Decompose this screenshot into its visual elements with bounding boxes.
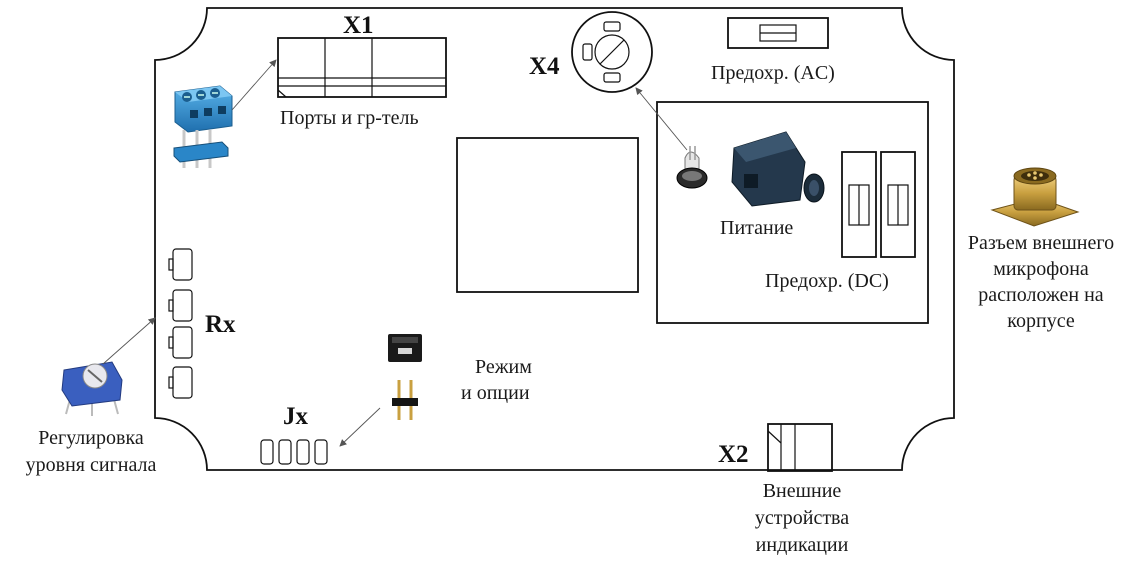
board-outline <box>154 7 955 471</box>
pin-header-2-icon <box>392 380 418 420</box>
pin-header-3-icon <box>173 130 229 168</box>
central-module <box>456 137 639 293</box>
level-label-line2: уровня сигнала <box>26 454 157 476</box>
rx-label: Rx <box>205 311 236 338</box>
level-label-line1: Регулировка <box>38 427 144 449</box>
mic-label-line1: Разъем внешнего <box>968 232 1114 254</box>
blue-terminal-block-icon <box>174 85 233 133</box>
mic-label-line3: расположен на <box>978 284 1104 306</box>
power-label: Питание <box>720 217 793 239</box>
mic-label-line4: корпусе <box>1007 310 1075 332</box>
mode-label-line1: Режим <box>475 356 532 378</box>
jumper-icon <box>388 334 422 362</box>
jx-footprints <box>260 439 328 465</box>
rx-footprints <box>168 248 193 399</box>
x4-socket <box>571 11 653 93</box>
fuses-dc <box>841 151 916 258</box>
lamp-socket-icon <box>676 146 708 189</box>
trimmer-potentiometer-icon <box>61 361 123 416</box>
round-connector-icon <box>990 167 1080 227</box>
power-plug-icon <box>731 131 825 207</box>
x2-label: X2 <box>718 441 749 468</box>
fuse-ac <box>727 17 829 49</box>
leader-arrows <box>102 59 688 447</box>
fuse-dc-label: Предохр. (DC) <box>765 270 889 292</box>
fuse-ac-label: Предохр. (AC) <box>711 62 835 84</box>
x2-connector <box>767 423 833 472</box>
indication-label-line1: Внешние <box>763 480 842 502</box>
power-block <box>656 101 929 324</box>
indication-label-line2: устройства <box>755 507 849 529</box>
ports-label: Порты и гр-тель <box>280 107 419 129</box>
x1-label: X1 <box>343 12 374 39</box>
indication-label-line3: индикации <box>756 534 849 556</box>
x1-connector <box>277 37 447 98</box>
jx-label: Jx <box>283 403 309 430</box>
x4-label: X4 <box>529 53 560 80</box>
mic-label-line2: микрофона <box>993 258 1089 280</box>
mode-label-line2: и опции <box>461 382 530 404</box>
